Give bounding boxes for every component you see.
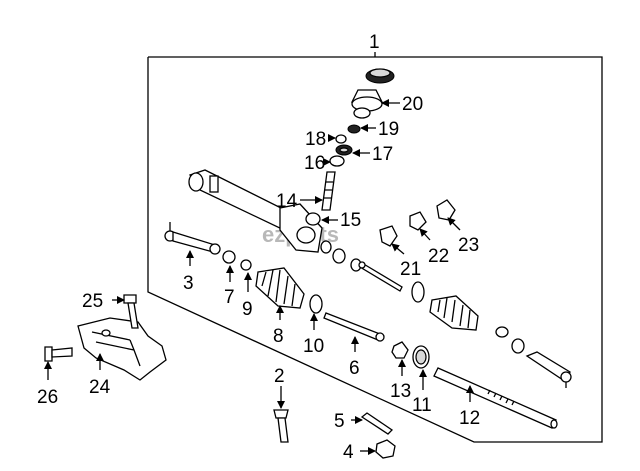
part-13-nut xyxy=(391,341,409,359)
callout-13: 13 xyxy=(390,381,411,402)
part-24-bracket xyxy=(77,317,167,381)
callout-10: 10 xyxy=(303,336,324,357)
callout-24: 24 xyxy=(89,377,111,398)
part-washer-a xyxy=(320,240,332,254)
boot-right xyxy=(429,295,479,331)
callout-6: 6 xyxy=(349,358,360,379)
boot-clamp-right xyxy=(411,281,425,303)
part-14-pinion xyxy=(321,171,336,211)
leader-lines xyxy=(44,99,474,455)
rack-housing xyxy=(188,169,323,253)
part-18-ring xyxy=(335,134,347,144)
part-8-boot-left xyxy=(255,267,305,309)
callout-7: 7 xyxy=(224,287,235,308)
callout-14: 14 xyxy=(276,191,298,212)
part-15-yoke xyxy=(305,212,321,226)
assembly-outline xyxy=(147,52,603,443)
callout-labels: 20 19 18 17 16 14 15 21 22 23 3 7 9 8 10… xyxy=(37,94,480,463)
part-washer-b xyxy=(332,248,346,264)
callout-22: 22 xyxy=(428,246,449,267)
callout-16: 16 xyxy=(304,153,325,174)
part-9-clip xyxy=(240,259,252,271)
callout-8: 8 xyxy=(273,326,284,347)
part-10-clamp xyxy=(309,294,323,314)
inner-tie-rod-right xyxy=(358,261,403,292)
callout-15: 15 xyxy=(340,210,361,231)
callout-21: 21 xyxy=(400,259,421,280)
part-23-bushing xyxy=(436,199,456,221)
callout-5: 5 xyxy=(334,411,345,432)
part-20-cap xyxy=(350,68,395,119)
callout-19: 19 xyxy=(378,119,399,140)
part-2-bolt xyxy=(273,409,289,443)
callout-9: 9 xyxy=(242,299,253,320)
callout-23: 23 xyxy=(458,235,479,256)
part-7-nut xyxy=(222,250,236,264)
outer-tie-rod-right xyxy=(525,351,572,388)
part-21-bushing xyxy=(379,225,398,247)
part-4-nut xyxy=(375,439,396,459)
part-22-bushing xyxy=(409,211,427,231)
part-25-bolt xyxy=(123,294,139,329)
callout-26: 26 xyxy=(37,387,58,408)
callout-12: 12 xyxy=(459,408,480,429)
part-19-ring xyxy=(347,124,361,134)
part-26-bolt xyxy=(44,346,73,362)
callout-2: 2 xyxy=(274,366,285,387)
callout-20: 20 xyxy=(402,94,423,115)
part-5-bolt xyxy=(360,412,394,435)
callout-25: 25 xyxy=(82,291,103,312)
callout-17: 17 xyxy=(372,144,393,165)
outer-tie-rod-left xyxy=(164,222,221,255)
nut-right xyxy=(511,338,525,354)
callout-3: 3 xyxy=(183,273,194,294)
callout-18: 18 xyxy=(305,129,326,150)
assembly-label-1: 1 xyxy=(369,32,380,53)
part-6-inner-tie-rod xyxy=(323,312,385,342)
callout-11: 11 xyxy=(412,395,432,416)
part-12-rack xyxy=(433,367,558,429)
part-16-bearing xyxy=(329,155,345,167)
callout-4: 4 xyxy=(343,442,354,463)
clip-right xyxy=(495,326,509,338)
